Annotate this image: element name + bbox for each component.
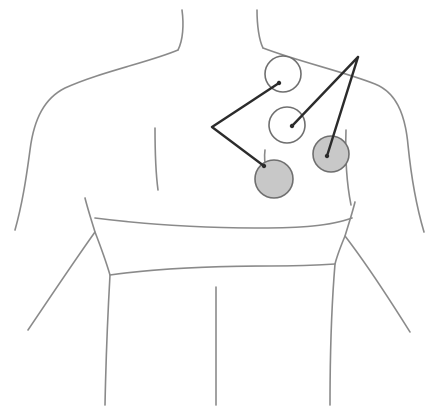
right-lower-waist [330, 264, 335, 405]
band-top-line [95, 218, 352, 228]
right-collarbone-line [346, 130, 351, 205]
left-collarbone-line [155, 128, 158, 190]
left-shoulder-outline [15, 50, 178, 230]
neck-left-outline [178, 10, 183, 50]
right-torso-outline [345, 236, 410, 332]
electrode-upper [265, 56, 301, 92]
band-inner-right [335, 236, 345, 264]
left-torso-outline [28, 232, 95, 330]
band-left-edge [85, 198, 95, 232]
band-bottom-line [110, 264, 335, 275]
electrode-middle [269, 107, 305, 143]
neck-right-outline [257, 10, 263, 48]
band-inner-left [95, 232, 110, 275]
electrode-lower-left [255, 160, 293, 198]
left-lower-waist [105, 275, 110, 405]
